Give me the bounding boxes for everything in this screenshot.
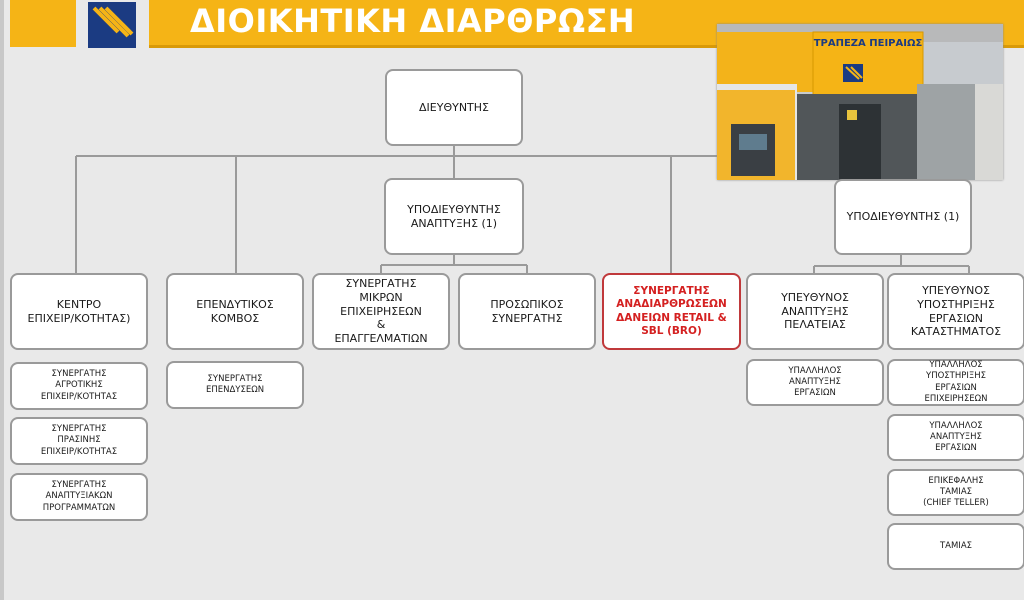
investment-partner-box: ΣΥΝΕΡΓΑΤΗΣ ΕΠΕΝΔΥΣΕΩΝ [166, 361, 304, 409]
teller-box: ΤΑΜΙΑΣ [887, 523, 1024, 570]
operations-development-clerk-2-box: ΥΠΑΛΛΗΛΟΣ ΑΝΑΠΤΥΞΗΣ ΕΡΓΑΣΙΩΝ [887, 414, 1024, 461]
small-business-partner-box: ΣΥΝΕΡΓΑΤΗΣ ΜΙΚΡΩΝ ΕΠΙΧΕΙΡΗΣΕΩΝ & ΕΠΑΓΓΕΛ… [312, 273, 450, 350]
deputy-development-box: ΥΠΟΔΙΕΥΘΥΝΤΗΣ ΑΝΑΠΤΥΞΗΣ (1) [384, 178, 524, 255]
page-title: ΔΙΟΙΚΗΤΙΚΗ ΔΙΑΡΘΡΩΣΗ [190, 2, 636, 40]
director-box: ΔΙΕΥΘΥΝΤΗΣ [385, 69, 523, 146]
deputy-director-box: ΥΠΟΔΙΕΥΘΥΝΤΗΣ (1) [834, 179, 972, 255]
photo-sign-text: ΤΡΑΠΕΖΑ ΠΕΙΡΑΙΩΣ [813, 38, 923, 49]
branch-photo: ΤΡΑΠΕΖΑ ΠΕΙΡΑΙΩΣ [717, 24, 1003, 180]
business-center-box: ΚΕΝΤΡΟ ΕΠΙΧΕΙΡ/ΚΟΤΗΤΑΣ) [10, 273, 148, 350]
development-programs-partner-box: ΣΥΝΕΡΓΑΤΗΣ ΑΝΑΠΤΥΞΙΑΚΩΝ ΠΡΟΓΡΑΜΜΑΤΩΝ [10, 473, 148, 521]
restructuring-partner-box: ΣΥΝΕΡΓΑΤΗΣ ΑΝΑΔΙΑΡΘΡΩΣΕΩΝ ΔΑΝΕΙΩΝ RETAIL… [602, 273, 741, 350]
branch-operations-officer-box: ΥΠΕΥΘΥΝΟΣ ΥΠΟΣΤΗΡΙΞΗΣ ΕΡΓΑΣΙΩΝ ΚΑΤΑΣΤΗΜΑ… [887, 273, 1024, 350]
agricultural-partner-box: ΣΥΝΕΡΓΑΤΗΣ ΑΓΡΟΤΙΚΗΣ ΕΠΙΧΕΙΡ/ΚΟΤΗΤΑΣ [10, 362, 148, 410]
header-accent-block [10, 0, 76, 47]
personal-partner-box: ΠΡΟΣΩΠΙΚΟΣ ΣΥΝΕΡΓΑΤΗΣ [458, 273, 596, 350]
chief-teller-box: ΕΠΙΚΕΦΑΛΗΣ ΤΑΜΙΑΣ (CHIEF TELLER) [887, 469, 1024, 516]
green-partner-box: ΣΥΝΕΡΓΑΤΗΣ ΠΡΑΣΙΝΗΣ ΕΠΙΧΕΙΡ/ΚΟΤΗΤΑΣ [10, 417, 148, 465]
piraeus-logo-icon [88, 2, 136, 48]
business-support-clerk-box: ΥΠΑΛΛΗΛΟΣ ΥΠΟΣΤΗΡΙΞΗΣ ΕΡΓΑΣΙΩΝ ΕΠΙΧΕΙΡΗΣ… [887, 359, 1024, 406]
client-development-officer-box: ΥΠΕΥΘΥΝΟΣ ΑΝΑΠΤΥΞΗΣ ΠΕΛΑΤΕΙΑΣ [746, 273, 884, 350]
operations-development-clerk-box: ΥΠΑΛΛΗΛΟΣ ΑΝΑΠΤΥΞΗΣ ΕΡΓΑΣΙΩΝ [746, 359, 884, 406]
investment-hub-box: ΕΠΕΝΔΥΤΙΚΟΣ ΚΟΜΒΟΣ [166, 273, 304, 350]
